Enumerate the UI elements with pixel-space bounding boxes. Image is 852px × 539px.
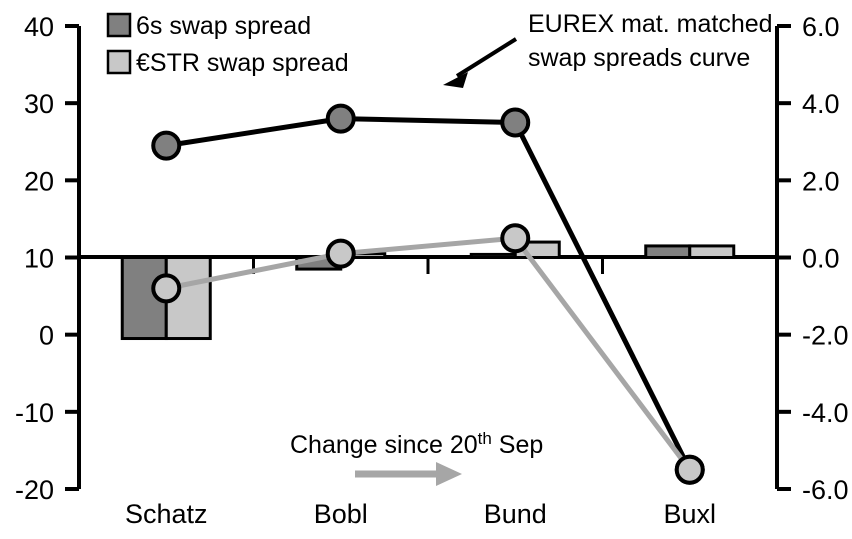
bar-buxl-series0 <box>644 244 692 260</box>
category-label-buxl: Buxl <box>663 499 716 529</box>
bar-schatz-series0 <box>120 256 168 341</box>
annotation-arrow-icon <box>443 37 518 88</box>
category-label-bobl: Bobl <box>314 499 368 529</box>
right-tick-label: 2.0 <box>802 166 840 196</box>
lines-layer <box>151 103 705 485</box>
marker-series1-bund <box>500 223 531 254</box>
right-axis <box>775 24 791 491</box>
category-axis-labels: Schatz Bobl Bund Buxl <box>125 499 716 529</box>
category-label-bund: Bund <box>484 499 547 529</box>
marker-series0-bund <box>500 107 531 138</box>
legend-swatch-6s <box>106 12 132 38</box>
right-tick-label: -2.0 <box>802 321 849 351</box>
marker-series1-buxl <box>674 454 705 485</box>
left-axis-tick-labels: -20 -10 0 10 20 30 40 <box>15 12 54 505</box>
right-tick-label: 6.0 <box>802 12 840 42</box>
category-label-schatz: Schatz <box>125 499 208 529</box>
legend: 6s swap spread €STR swap spread <box>106 12 349 77</box>
marker-series1-bobl <box>325 238 356 269</box>
marker-series0-bobl <box>325 103 356 134</box>
annotation-change-text: Change since 20th Sep <box>290 429 543 459</box>
left-tick-label: 0 <box>39 321 54 351</box>
annotation-eurex-curve: EUREX mat. matched swap spreads curve <box>443 10 773 88</box>
left-axis <box>65 24 81 491</box>
line-series-0 <box>165 116 692 471</box>
left-tick-label: -10 <box>15 398 54 428</box>
right-tick-label: -4.0 <box>802 398 849 428</box>
left-tick-label: 20 <box>24 166 54 196</box>
marker-series1-schatz <box>151 273 182 304</box>
right-axis-tick-labels: -6.0 -4.0 -2.0 0.0 2.0 4.0 6.0 <box>802 12 849 505</box>
left-tick-label: -20 <box>15 475 54 505</box>
bar-buxl-series1 <box>688 244 736 260</box>
right-tick-label: 0.0 <box>802 244 840 274</box>
right-tick-label: 4.0 <box>802 89 840 119</box>
right-tick-label: -6.0 <box>802 475 849 505</box>
legend-label-6s: 6s swap spread <box>136 12 311 40</box>
annotation-change-since: Change since 20th Sep <box>290 429 543 486</box>
annotation-change-prefix: Change since 20 <box>290 431 478 459</box>
legend-swatch-estr <box>106 49 132 75</box>
marker-series0-schatz <box>151 130 182 161</box>
annotation-change-sup: th <box>478 429 492 448</box>
annotation-change-suffix: Sep <box>492 431 543 459</box>
left-tick-label: 10 <box>24 244 54 274</box>
bars-layer <box>120 240 736 341</box>
annotation-right-arrow-icon <box>355 462 462 486</box>
annotation-eurex-line1: EUREX mat. matched <box>528 10 773 38</box>
left-tick-label: 40 <box>24 12 54 42</box>
left-tick-label: 30 <box>24 89 54 119</box>
line-series-1 <box>165 235 692 472</box>
legend-label-estr: €STR swap spread <box>136 49 349 77</box>
bar-bund-series0 <box>469 252 517 259</box>
annotation-eurex-line2: swap spreads curve <box>528 44 750 72</box>
